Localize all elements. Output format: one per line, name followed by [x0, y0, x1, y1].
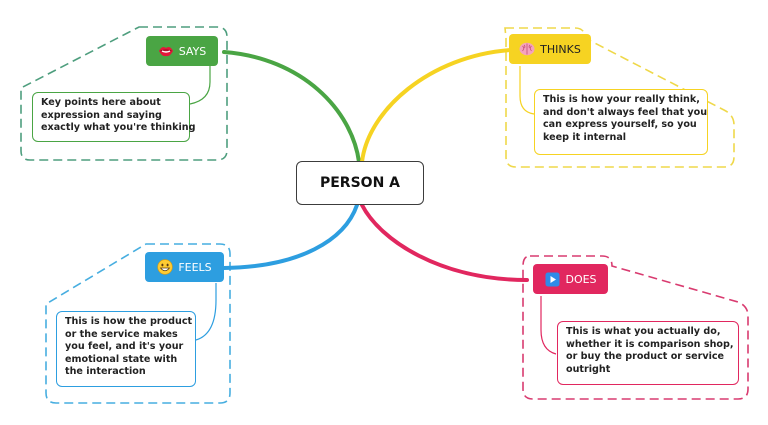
thinks-topic[interactable]: THINKS: [509, 34, 591, 64]
says-label: SAYS: [178, 44, 207, 58]
feels-connector: [222, 203, 359, 270]
says-note[interactable]: Key points here about expression and say…: [32, 92, 196, 142]
feels-note[interactable]: This is how the product or the service m…: [56, 311, 196, 387]
brain-icon: [519, 41, 535, 57]
thinks-note-leader: [519, 66, 535, 115]
feels-label: FEELS: [178, 260, 212, 274]
does-connector: [360, 203, 529, 282]
does-label: DOES: [565, 272, 597, 286]
says-group-frame: [20, 26, 228, 161]
thinks-connector: [360, 48, 512, 164]
feels-note-leader: [195, 283, 217, 341]
feels-topic[interactable]: FEELS: [145, 252, 224, 282]
does-note-leader: [540, 296, 557, 355]
does-group-frame: [522, 255, 749, 400]
central-topic[interactable]: PERSON A: [296, 161, 424, 205]
says-note-leader: [189, 66, 211, 105]
lips-icon: [158, 43, 174, 59]
feels-group-frame: [45, 243, 231, 404]
does-note[interactable]: This is what you actually do, whether it…: [557, 321, 739, 385]
does-topic[interactable]: DOES: [533, 264, 608, 294]
thinks-label: THINKS: [540, 42, 581, 56]
says-topic[interactable]: SAYS: [146, 36, 218, 66]
thinks-group-frame: [504, 27, 735, 168]
thinks-note[interactable]: This is how your really think, and don't…: [534, 89, 708, 155]
says-connector: [222, 50, 361, 164]
grin-face-icon: [157, 259, 173, 275]
play-button-icon: [544, 271, 560, 287]
